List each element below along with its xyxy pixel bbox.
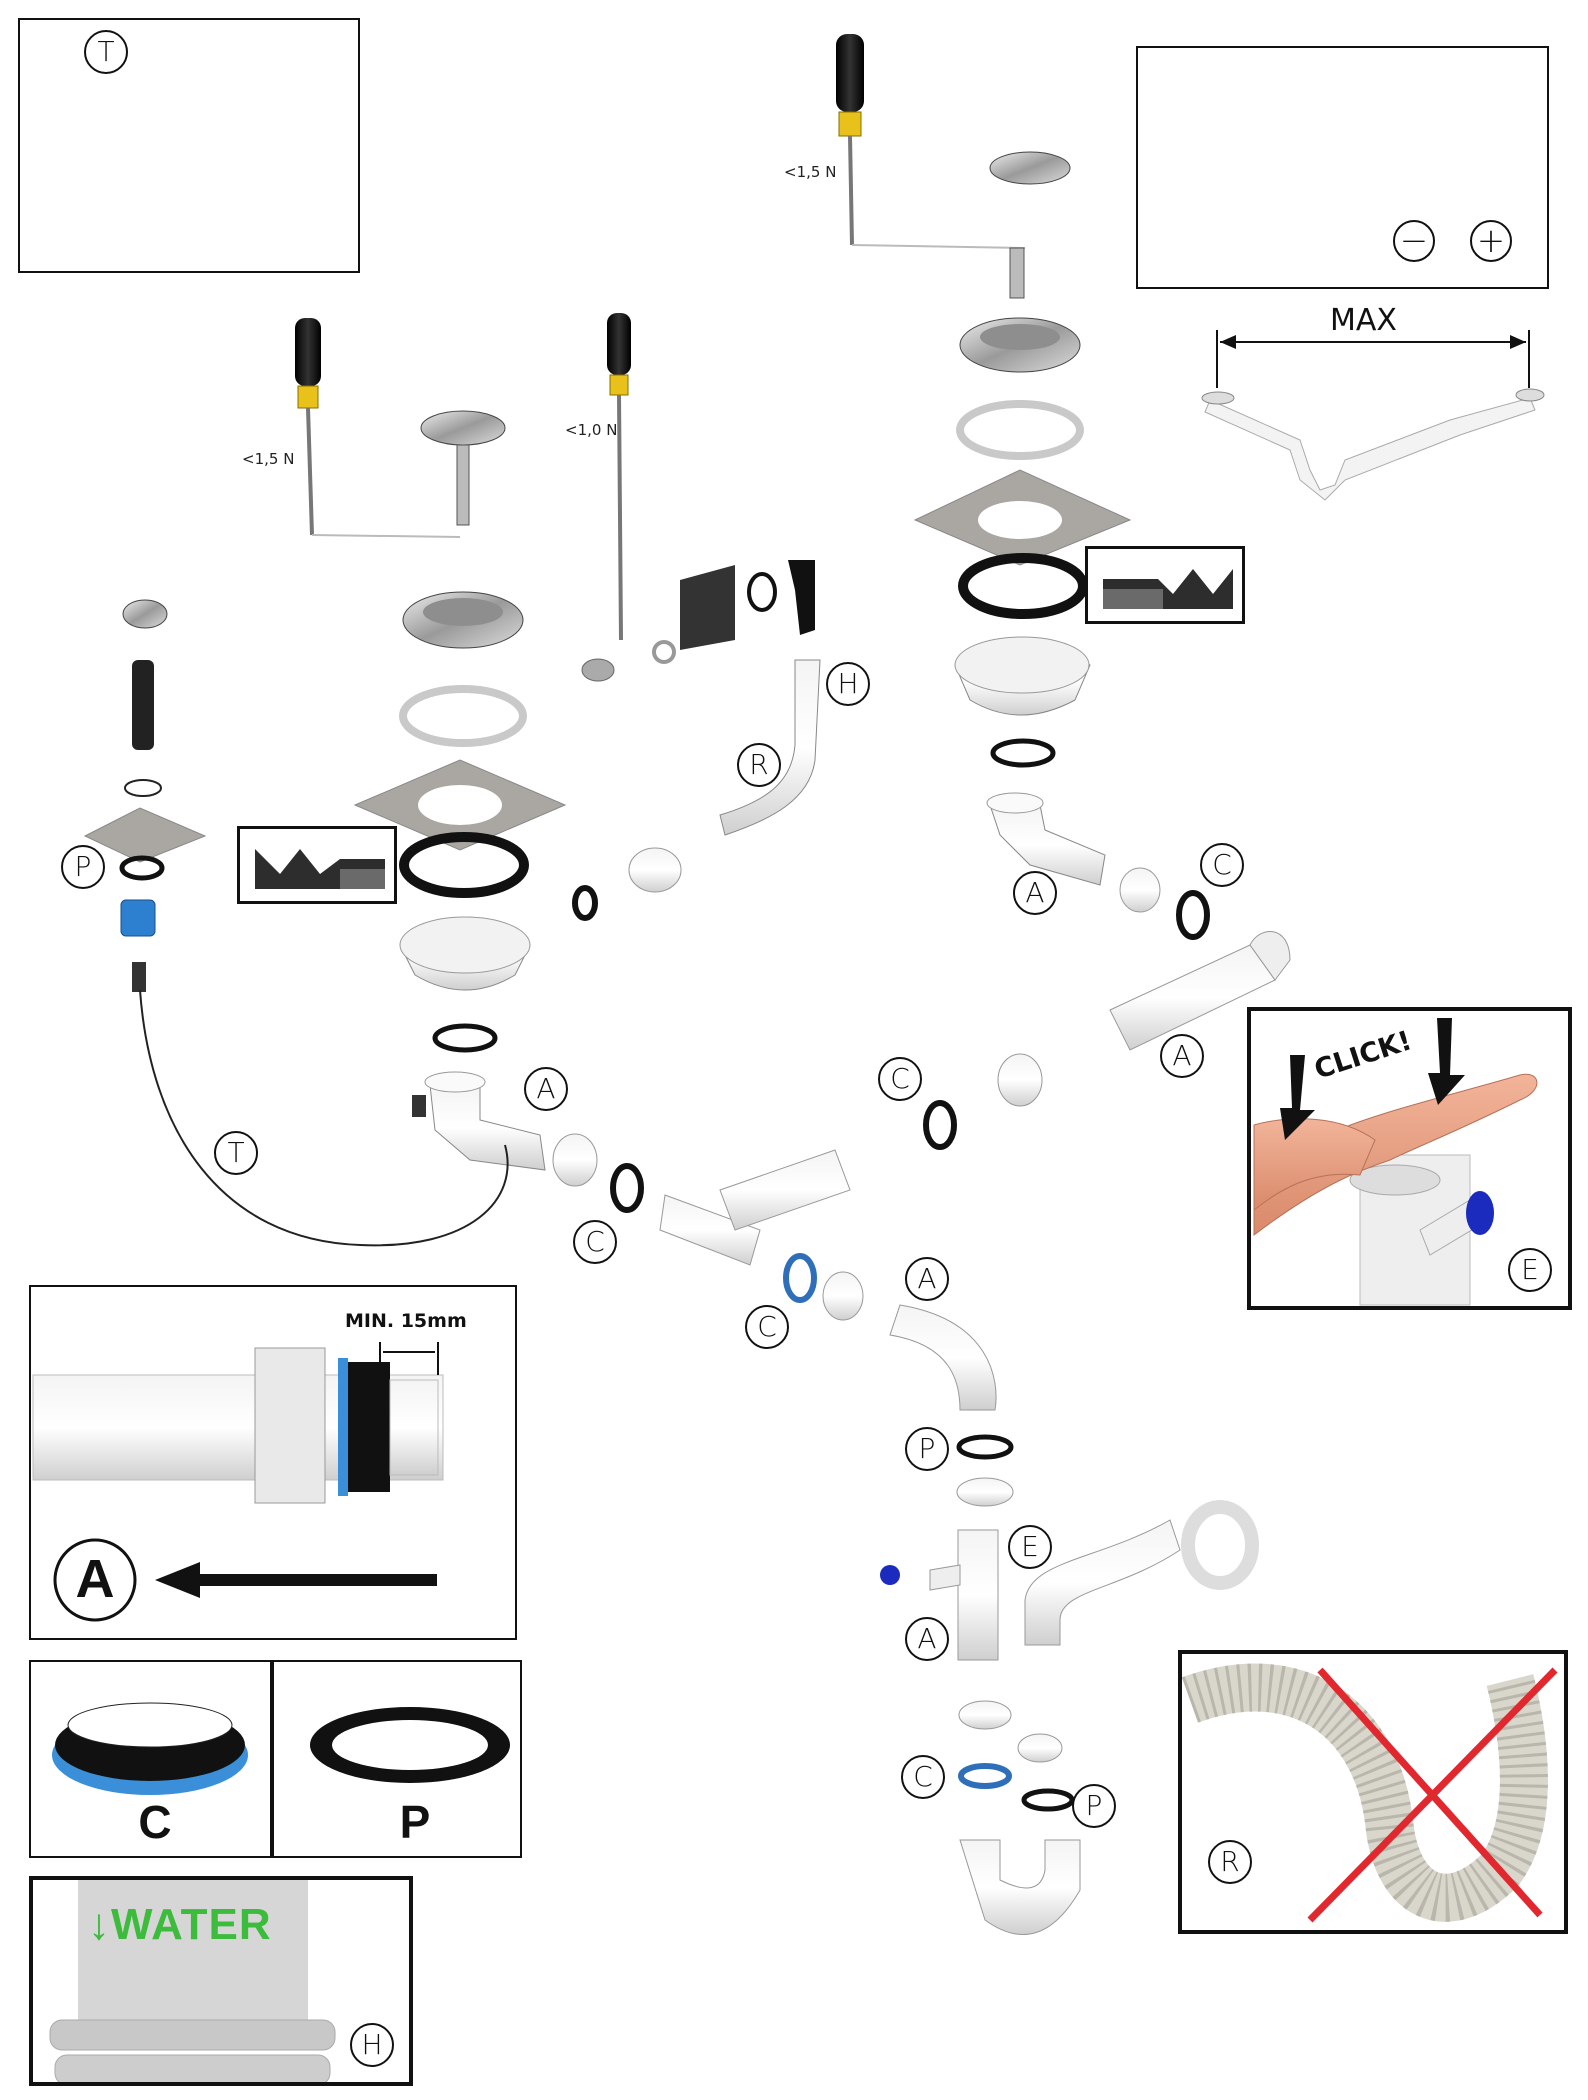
letter-t-cable: T <box>214 1131 258 1175</box>
letter-p-trap-lower: P <box>1072 1784 1116 1828</box>
water-label: ↓WATER <box>88 1900 272 1949</box>
letter-r-hose: R <box>737 743 781 787</box>
left-strainer-stack <box>353 410 567 1171</box>
water-panel <box>29 1876 413 2086</box>
legend-c-panel <box>29 1660 272 1858</box>
legend-p-label: P <box>399 1796 431 1848</box>
max-dimension-art <box>1201 330 1545 501</box>
letter-t-top: T <box>84 30 128 74</box>
legend-p-panel <box>272 1660 522 1858</box>
detail-a-art <box>32 1342 444 1622</box>
force-label-mid: <1,0 N <box>565 421 618 439</box>
min-dimension-label: MIN. 15mm <box>345 1310 467 1332</box>
letter-h-hose: H <box>826 662 870 706</box>
letter-p-trap: P <box>905 1427 949 1471</box>
letter-c-right-1: C <box>1200 843 1244 887</box>
letter-c-trap: C <box>901 1755 945 1799</box>
letter-a-tee: A <box>905 1617 949 1661</box>
water-panel-art <box>49 1880 336 2086</box>
flexible-hose-panel <box>1178 1650 1568 1934</box>
trap-assembly <box>880 1434 1259 1935</box>
letter-h-panel: H <box>350 2023 394 2067</box>
overflow-parts <box>572 560 821 921</box>
letter-c-right-2: C <box>878 1057 922 1101</box>
right-strainer-stack <box>913 151 1291 1150</box>
arrow-icon <box>155 1562 437 1598</box>
letter-a-right-1: A <box>1013 871 1057 915</box>
click-panel <box>1247 1007 1572 1310</box>
letter-r-panel: R <box>1208 1840 1252 1884</box>
right-seal-profile-box <box>1085 546 1245 624</box>
letter-e-tee: E <box>1008 1525 1052 1569</box>
detail-a-panel <box>29 1285 517 1640</box>
force-label-left: <1,5 N <box>242 450 295 468</box>
letter-a-right-2: A <box>1160 1034 1204 1078</box>
legend-parts-art <box>52 1702 510 1795</box>
water-text: WATER <box>111 1900 272 1949</box>
letter-p-left: P <box>61 845 105 889</box>
cross-out-icon <box>1307 1667 1558 1923</box>
force-label-right: <1,5 N <box>784 163 837 181</box>
screwdriver-mid-icon <box>607 313 631 641</box>
remote-drain-panel <box>18 18 360 273</box>
remote-control-parts <box>83 599 509 1247</box>
letter-a-elbow: A <box>905 1257 949 1301</box>
flexible-hose-art <box>1181 1663 1548 1922</box>
max-label: MAX <box>1330 303 1397 338</box>
plus-symbol: + <box>1470 220 1512 262</box>
click-panel-art <box>1253 1018 1538 1306</box>
minus-symbol: − <box>1393 220 1435 262</box>
letter-e-click: E <box>1508 1248 1552 1292</box>
letter-c-left-2: C <box>745 1305 789 1349</box>
center-tee <box>552 1133 997 1411</box>
legend-c-label: C <box>138 1796 172 1848</box>
screwdriver-left-icon <box>295 318 461 538</box>
detail-a-letter: A <box>75 1549 115 1609</box>
left-seal-profile-box <box>237 826 397 904</box>
letter-c-left-1: C <box>573 1220 617 1264</box>
screwdriver-right-icon <box>836 34 1026 249</box>
letter-a-left-pipe: A <box>524 1067 568 1111</box>
